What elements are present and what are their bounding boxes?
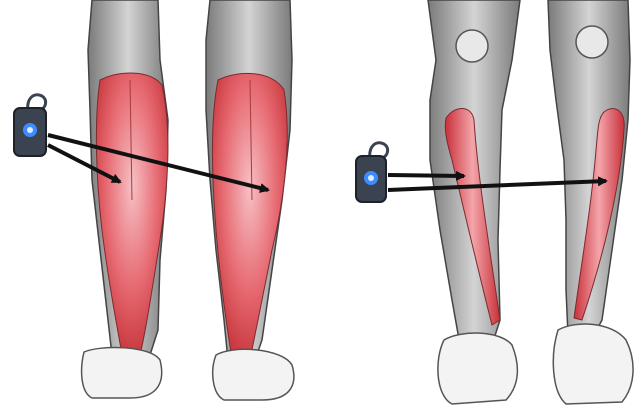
anterior-leg-left: [428, 0, 520, 404]
stimulator-device-icon: [356, 143, 388, 202]
anterior-view-panel: [356, 0, 633, 404]
anterior-leg-right: [548, 0, 633, 404]
stimulator-device-icon: [14, 95, 46, 156]
posterior-leg-right: [206, 0, 294, 400]
posterior-leg-left: [82, 0, 168, 398]
device-light: [368, 175, 374, 181]
ankle-foot: [438, 333, 518, 404]
heel-foot: [82, 347, 162, 398]
ankle-foot: [553, 324, 633, 404]
kneecap: [456, 30, 488, 62]
kneecap: [576, 26, 608, 58]
heel-foot: [213, 349, 294, 400]
posterior-view-panel: [14, 0, 294, 400]
arrow-to-left-shin: [388, 175, 464, 176]
device-light: [27, 127, 33, 133]
